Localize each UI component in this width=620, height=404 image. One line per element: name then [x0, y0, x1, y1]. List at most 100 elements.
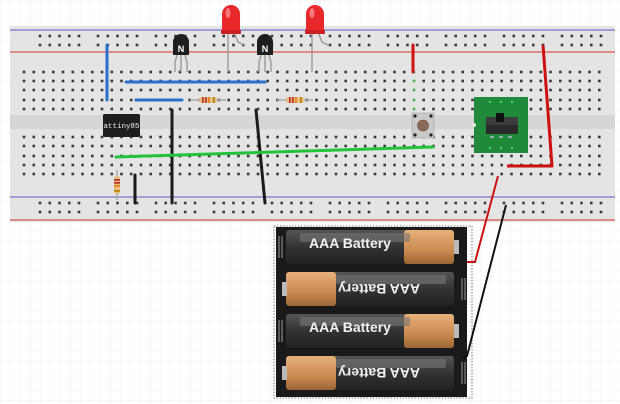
rail-hole	[299, 43, 303, 47]
hole	[32, 144, 36, 148]
hole	[81, 88, 84, 92]
hole	[383, 107, 386, 111]
hole	[412, 107, 416, 111]
hole	[276, 70, 279, 74]
rail-hole	[116, 201, 119, 205]
rail-hole	[348, 43, 351, 47]
hole	[315, 154, 318, 158]
hole	[237, 172, 240, 176]
hole	[22, 144, 26, 148]
rail-hole	[560, 201, 564, 205]
rail-hole	[396, 201, 399, 205]
hole	[588, 98, 591, 102]
wire-black-ground-2[interactable]	[254, 108, 267, 205]
hole	[305, 70, 308, 74]
aaa-battery[interactable]: AAA Battery	[282, 356, 466, 390]
hole	[305, 88, 308, 92]
hole	[159, 70, 162, 74]
hole	[412, 144, 416, 148]
npn-transistor[interactable]: N	[257, 34, 273, 72]
hole	[81, 107, 84, 111]
attiny85-chip[interactable]: attiny85	[103, 114, 140, 137]
rail-hole	[590, 34, 593, 38]
hole	[120, 70, 123, 74]
hole	[22, 88, 26, 92]
hole	[529, 88, 533, 92]
hole	[549, 98, 552, 102]
aaa-battery[interactable]: AAA Battery	[282, 272, 466, 306]
hole	[168, 135, 172, 139]
hole	[471, 107, 474, 111]
hole	[520, 70, 523, 74]
hole	[578, 70, 582, 74]
rail-hole	[502, 201, 506, 205]
hole	[354, 70, 357, 74]
rail-hole	[396, 34, 399, 38]
npn-transistor[interactable]: N	[173, 34, 189, 72]
button-cap[interactable]	[417, 119, 429, 132]
red-led[interactable]	[221, 5, 245, 72]
rail-hole	[454, 43, 457, 47]
rail-hole	[126, 34, 129, 38]
rail-hole	[212, 210, 216, 214]
aaa-battery[interactable]: AAA Battery	[278, 314, 459, 348]
hole	[52, 107, 55, 111]
hole	[256, 154, 260, 158]
hole	[32, 135, 36, 139]
rail-hole	[473, 210, 477, 214]
wire-green[interactable]	[114, 145, 435, 159]
rail-hole	[483, 201, 487, 205]
rail-hole	[58, 210, 61, 214]
breadboard-holes	[22, 34, 603, 214]
rail-hole	[570, 34, 574, 38]
hole	[568, 70, 572, 74]
battery-lead-black[interactable]	[461, 204, 507, 359]
rail-hole	[251, 210, 255, 214]
hole	[178, 172, 182, 176]
rail-hole	[512, 201, 516, 205]
rail-hole	[38, 43, 42, 47]
red-led[interactable]	[305, 5, 329, 72]
hole	[441, 70, 445, 74]
hole	[373, 144, 377, 148]
rail-hole	[174, 34, 177, 38]
hole	[461, 135, 464, 139]
resistor[interactable]	[277, 97, 313, 103]
rail-hole	[541, 201, 545, 205]
battery-lead-red[interactable]	[467, 175, 499, 263]
rail-hole	[251, 43, 255, 47]
rail-hole	[396, 210, 399, 214]
rail-hole	[464, 201, 467, 205]
hole	[276, 88, 279, 92]
hole	[383, 98, 386, 102]
hole	[246, 107, 250, 111]
hole	[568, 144, 572, 148]
hole	[198, 172, 201, 176]
slide-switch[interactable]	[472, 97, 528, 153]
hole	[578, 107, 582, 111]
hole	[471, 98, 474, 102]
hole	[422, 107, 425, 111]
hole	[559, 98, 562, 102]
rail-hole	[58, 34, 61, 38]
hole	[344, 70, 347, 74]
aaa-battery[interactable]: AAA Battery	[278, 230, 459, 264]
hole	[100, 88, 104, 92]
hole	[461, 107, 464, 111]
resistor[interactable]	[114, 170, 120, 200]
resistor[interactable]	[190, 97, 226, 103]
hole	[129, 70, 133, 74]
hole	[354, 144, 357, 148]
hole	[305, 79, 308, 83]
rail-hole	[251, 34, 255, 38]
hole	[22, 163, 26, 167]
hole	[324, 88, 328, 92]
hole	[42, 135, 45, 139]
wire-red-switch[interactable]	[507, 44, 554, 168]
hole	[198, 135, 201, 139]
pushbutton[interactable]	[411, 112, 435, 139]
switch-slider[interactable]	[496, 113, 504, 122]
hole	[100, 163, 104, 167]
